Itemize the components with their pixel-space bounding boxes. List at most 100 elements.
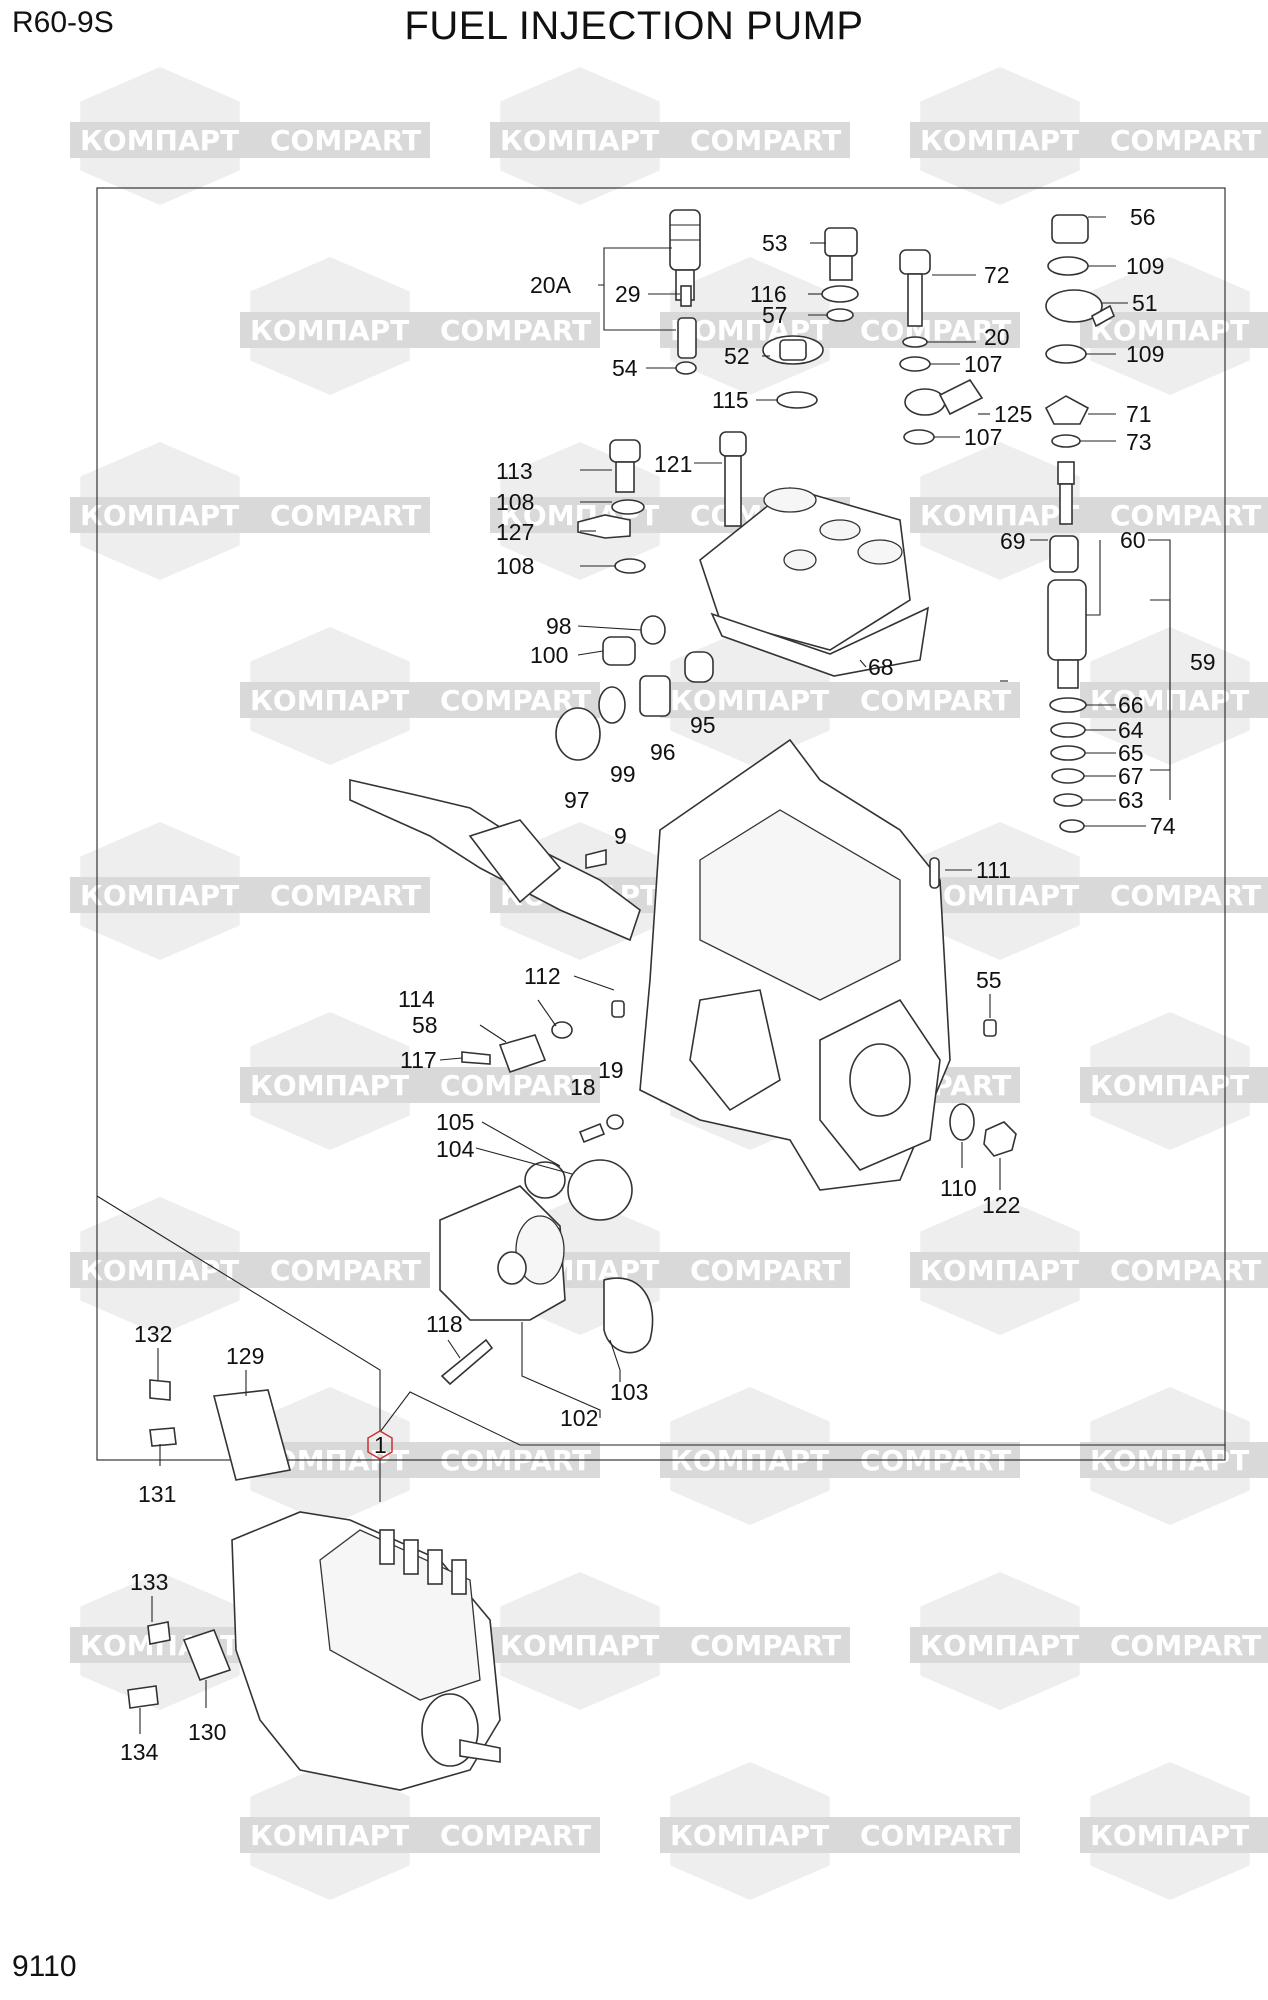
washer-57-part	[826, 308, 854, 322]
callout-55[interactable]: 55	[976, 967, 1002, 993]
callout-96[interactable]: 96	[650, 739, 676, 765]
watermark-latin-text: COMPART	[1110, 1629, 1261, 1662]
watermark-latin-text: COMPART	[440, 1819, 591, 1852]
callout-133[interactable]: 133	[130, 1569, 168, 1595]
callout-1[interactable]: 1	[374, 1432, 387, 1458]
watermark-cyrillic-text: КОМПАРТ	[670, 684, 829, 717]
callout-20[interactable]: 20	[984, 324, 1010, 350]
callout-114[interactable]: 114	[398, 986, 435, 1012]
callout-68[interactable]: 68	[868, 654, 894, 680]
key-9-part	[585, 848, 607, 869]
callout-74[interactable]: 74	[1150, 813, 1176, 839]
callout-99[interactable]: 99	[610, 761, 636, 787]
callout-107a[interactable]: 107	[964, 351, 1002, 377]
callout-9[interactable]: 9	[614, 823, 627, 849]
callout-111[interactable]: 111	[976, 857, 1011, 883]
callout-125[interactable]: 125	[994, 401, 1032, 427]
callout-116[interactable]: 116	[750, 281, 787, 307]
callout-63[interactable]: 63	[1118, 787, 1144, 813]
callout-105[interactable]: 105	[436, 1109, 474, 1135]
callout-71[interactable]: 71	[1126, 401, 1152, 427]
callout-51[interactable]: 51	[1132, 290, 1158, 316]
callout-109a[interactable]: 109	[1126, 253, 1164, 279]
callout-103[interactable]: 103	[610, 1379, 648, 1405]
washer-107a-part	[899, 356, 931, 372]
callout-122[interactable]: 122	[982, 1192, 1020, 1218]
delivery-valve-60-part	[1057, 461, 1075, 525]
spring-69-part	[1049, 535, 1079, 573]
callout-18[interactable]: 18	[570, 1074, 596, 1100]
callout-113[interactable]: 113	[496, 458, 533, 484]
o-ring-114-part	[551, 1021, 573, 1039]
callout-20A[interactable]: 20A	[530, 272, 572, 298]
callout-132[interactable]: 132	[134, 1321, 172, 1347]
watermark-latin-text: COMPART	[270, 124, 421, 157]
callout-131[interactable]: 131	[138, 1481, 176, 1507]
watermark-latin-text: COMPART	[1110, 879, 1261, 912]
callout-121[interactable]: 121	[654, 451, 692, 477]
callout-110[interactable]: 110	[940, 1175, 977, 1201]
watermark-cyrillic-text: КОМПАРТ	[920, 1254, 1079, 1287]
callout-64[interactable]: 64	[1118, 717, 1144, 743]
feed-pump-102-part	[439, 1185, 566, 1321]
washer-99-part	[598, 686, 626, 724]
callout-52[interactable]: 52	[724, 343, 750, 369]
callout-98[interactable]: 98	[546, 613, 572, 639]
callout-97[interactable]: 97	[564, 787, 590, 813]
watermark-latin-text: COMPART	[690, 1254, 841, 1287]
callout-69[interactable]: 69	[1000, 528, 1026, 554]
watermark-latin-text: COMPART	[860, 684, 1011, 717]
callout-130[interactable]: 130	[188, 1719, 226, 1745]
callout-65[interactable]: 65	[1118, 740, 1144, 766]
watermark-cyrillic-text: КОМПАРТ	[920, 1629, 1079, 1662]
callout-54[interactable]: 54	[612, 355, 638, 381]
callout-129[interactable]: 129	[226, 1343, 264, 1369]
callout-67[interactable]: 67	[1118, 763, 1144, 789]
o-ring-115-part	[776, 391, 818, 409]
callout-56[interactable]: 56	[1130, 204, 1156, 230]
bolt-134-part	[127, 1685, 159, 1709]
bolt-118-part	[440, 1338, 494, 1386]
watermark-tile: КОМПАРТ COMPART	[660, 627, 1020, 765]
callout-117[interactable]: 117	[400, 1047, 437, 1073]
callout-108b[interactable]: 108	[496, 553, 534, 579]
watermark-latin-text: COMPART	[1110, 124, 1261, 157]
callout-58[interactable]: 58	[412, 1012, 438, 1038]
page-title: FUEL INJECTION PUMP	[404, 4, 864, 48]
callout-104[interactable]: 104	[436, 1136, 475, 1162]
washer-54-part	[675, 361, 697, 375]
callout-60[interactable]: 60	[1120, 527, 1146, 553]
callout-95[interactable]: 95	[690, 712, 716, 738]
callout-57[interactable]: 57	[762, 302, 788, 328]
watermark-cyrillic-text: КОМПАРТ	[1090, 1819, 1249, 1852]
callout-115[interactable]: 115	[712, 387, 749, 413]
watermark-cyrillic-text: КОМПАРТ	[1090, 314, 1249, 347]
callout-127[interactable]: 127	[496, 519, 534, 545]
callout-53[interactable]: 53	[762, 230, 788, 256]
callout-73[interactable]: 73	[1126, 429, 1152, 455]
callout-108a[interactable]: 108	[496, 489, 534, 515]
pump-housing-part	[639, 738, 951, 1191]
callout-72[interactable]: 72	[984, 262, 1010, 288]
callout-107b[interactable]: 107	[964, 424, 1002, 450]
callout-109b[interactable]: 109	[1126, 341, 1164, 367]
watermark-cyrillic-text: КОМПАРТ	[500, 1629, 659, 1662]
callout-102[interactable]: 102	[560, 1405, 598, 1431]
callout-134[interactable]: 134	[120, 1739, 159, 1765]
o-ring-73-part	[1051, 434, 1081, 448]
callout-19[interactable]: 19	[598, 1057, 624, 1083]
o-ring-63-part	[1053, 793, 1083, 807]
callout-29[interactable]: 29	[615, 281, 641, 307]
callout-112[interactable]: 112	[524, 963, 561, 989]
bolt-121-part	[719, 431, 747, 527]
callout-118[interactable]: 118	[426, 1311, 463, 1337]
washer-107b-part	[903, 429, 935, 445]
callout-66[interactable]: 66	[1118, 692, 1144, 718]
callout-100[interactable]: 100	[530, 642, 568, 668]
callout-59[interactable]: 59	[1190, 649, 1216, 675]
